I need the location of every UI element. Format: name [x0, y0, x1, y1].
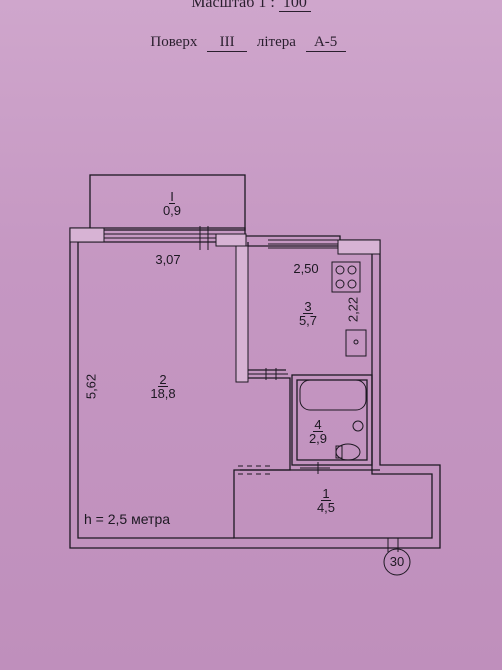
living-room-wall: [77, 242, 234, 539]
entrance-marker: [383, 548, 411, 576]
room-corridor-label: 1 4,5: [316, 486, 336, 515]
bathtub-icon: [299, 379, 367, 411]
letter-value: А-5: [305, 34, 346, 52]
floor-value: III: [207, 34, 248, 52]
wall-block: [337, 239, 381, 255]
room-bathroom-label: 4 2,9: [308, 417, 328, 446]
ceiling-height-note: h = 2,5 метра: [84, 511, 171, 527]
wall-block: [215, 233, 247, 247]
stove-icon: [331, 261, 361, 293]
room-kitchen-label: 3 5,7: [298, 299, 318, 328]
bathroom-wall: [291, 374, 373, 466]
floor-label: Поверх: [150, 34, 198, 50]
sink-icon: [345, 329, 367, 357]
kitchen-wall: [245, 258, 286, 371]
outer-wall-outer: [69, 227, 441, 549]
scale-value: 100: [278, 0, 311, 12]
wall-block: [235, 245, 249, 383]
dim-living-width: 3,07: [155, 252, 181, 267]
outer-wall-inner: [78, 241, 433, 539]
room-balcony-label: I 0,9: [162, 189, 182, 218]
washbasin-icon: [352, 420, 364, 432]
wall-block: [69, 227, 105, 243]
room-living-label: 2 18,8: [150, 372, 176, 401]
letter-label: літера: [256, 34, 296, 50]
entrance-number: 30: [389, 554, 405, 569]
scale-line: Масштаб 1 : 100: [0, 0, 502, 12]
dim-living-height: 5,62: [83, 373, 99, 400]
dim-kitchen-height: 2,22: [345, 296, 361, 323]
dim-kitchen-width: 2,50: [293, 261, 319, 276]
scale-label: Масштаб 1 :: [191, 0, 275, 11]
floor-line: Поверх III літера А-5: [0, 34, 502, 52]
